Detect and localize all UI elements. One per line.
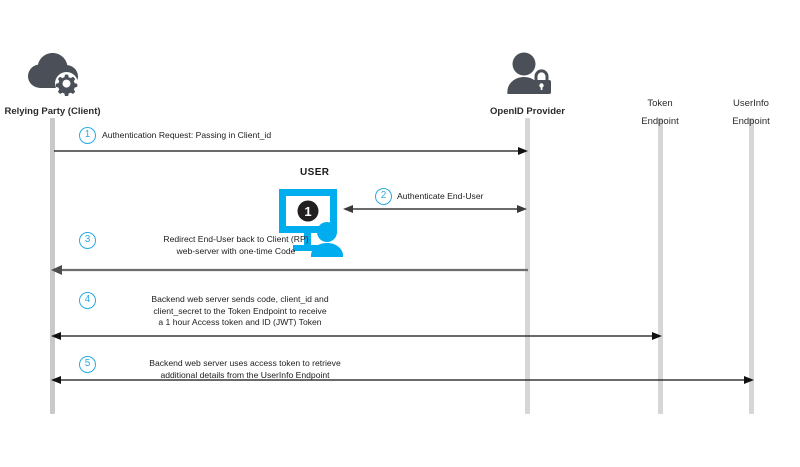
actor-label-relying-party: Relying Party (Client)	[4, 106, 101, 117]
step-message-5: Backend web server uses access token to …	[149, 358, 341, 380]
step-message-4: Backend web server sends code, client_id…	[151, 294, 329, 327]
actor-openid-provider: OpenID Provider	[470, 50, 585, 119]
user-monitor-icon: 1	[277, 187, 347, 259]
person-lock-icon	[470, 50, 585, 101]
step-message-3: Redirect End-User back to Client (RP) we…	[163, 234, 309, 256]
arrow-step-4	[50, 329, 664, 348]
arrow-step-5	[50, 373, 756, 392]
step-badge-5: 5	[79, 356, 96, 373]
actor-token-endpoint: Token Endpoint	[615, 93, 705, 129]
step-badge-4: 4	[79, 292, 96, 309]
lifeline-openid-provider	[525, 118, 530, 414]
cloud-gear-icon	[0, 50, 105, 101]
arrow-step-2	[342, 202, 528, 221]
actor-label-token-endpoint-line2: Endpoint	[641, 116, 679, 127]
actor-label-openid-provider: OpenID Provider	[490, 106, 565, 117]
actor-label-userinfo-endpoint-line2: Endpoint	[732, 116, 770, 127]
step-badge-1: 1	[79, 127, 96, 144]
svg-text:1: 1	[304, 204, 311, 219]
lifeline-userinfo-endpoint	[749, 118, 754, 414]
arrow-step-3	[50, 263, 530, 282]
arrow-step-1	[50, 144, 530, 163]
lifeline-token-endpoint	[658, 118, 663, 414]
actor-label-token-endpoint-line1: Token	[647, 98, 673, 109]
step-message-1: Authentication Request: Passing in Clien…	[102, 130, 272, 140]
actor-userinfo-endpoint: UserInfo Endpoint	[706, 93, 796, 129]
step-badge-3: 3	[79, 232, 96, 249]
actor-relying-party: Relying Party (Client)	[0, 50, 105, 119]
step-message-2: Authenticate End-User	[397, 191, 484, 201]
user-block-title: USER	[300, 167, 330, 178]
lifeline-relying-party	[50, 118, 55, 414]
step-badge-2: 2	[375, 188, 392, 205]
actor-label-userinfo-endpoint-line1: UserInfo	[733, 98, 769, 109]
